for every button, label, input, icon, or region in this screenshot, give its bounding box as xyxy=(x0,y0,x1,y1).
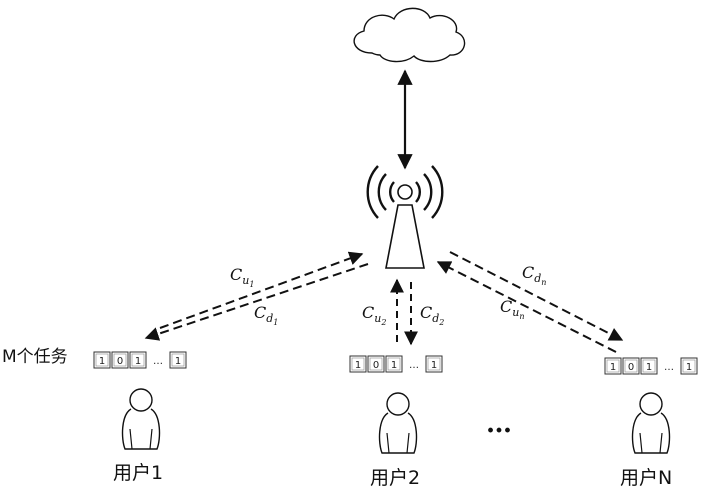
task-bit-value: 1 xyxy=(646,362,652,373)
userN-label: 用户N xyxy=(620,467,672,489)
userN-downlink-arrow xyxy=(450,252,622,340)
task-bit-value: 1 xyxy=(431,360,437,371)
task-bit-value: 0 xyxy=(117,356,123,367)
user1-downlink-arrow xyxy=(146,264,368,338)
users-ellipsis: … xyxy=(486,409,512,439)
task-bit-value: 1 xyxy=(391,360,397,371)
user2-person-icon xyxy=(380,393,417,453)
userN-person-icon xyxy=(633,393,670,453)
label-cd2: Cd2 xyxy=(420,303,444,327)
label-cu1: Cu1 xyxy=(230,265,254,289)
task-bit-ellipsis: … xyxy=(664,362,674,373)
task-bit-value: 0 xyxy=(628,362,634,373)
label-cu2: Cu2 xyxy=(362,303,386,327)
base-station-icon xyxy=(368,166,443,268)
user1-label: 用户1 xyxy=(113,462,163,484)
label-cdn: Cdn xyxy=(522,263,546,287)
task-bit-value: 1 xyxy=(175,356,181,367)
user2-label: 用户2 xyxy=(370,467,420,489)
m-tasks-label: M个任务 xyxy=(2,347,68,367)
label-cd1: Cd1 xyxy=(254,303,278,327)
task-bit-value: 1 xyxy=(135,356,141,367)
task-bit-value: 0 xyxy=(373,360,379,371)
task-bit-value: 1 xyxy=(355,360,361,371)
task-bit-ellipsis: … xyxy=(409,360,419,371)
user1-task-bits: 1 0 1 … 1 xyxy=(94,352,186,368)
userN-task-bits: 1 0 1 … 1 xyxy=(605,358,697,374)
user2-task-bits: 1 0 1 … 1 xyxy=(350,356,442,372)
user1-person-icon xyxy=(123,389,160,449)
task-bit-value: 1 xyxy=(686,362,692,373)
task-bit-value: 1 xyxy=(99,356,105,367)
cloud-icon xyxy=(354,8,464,61)
task-bit-value: 1 xyxy=(610,362,616,373)
task-bit-ellipsis: … xyxy=(153,356,163,367)
